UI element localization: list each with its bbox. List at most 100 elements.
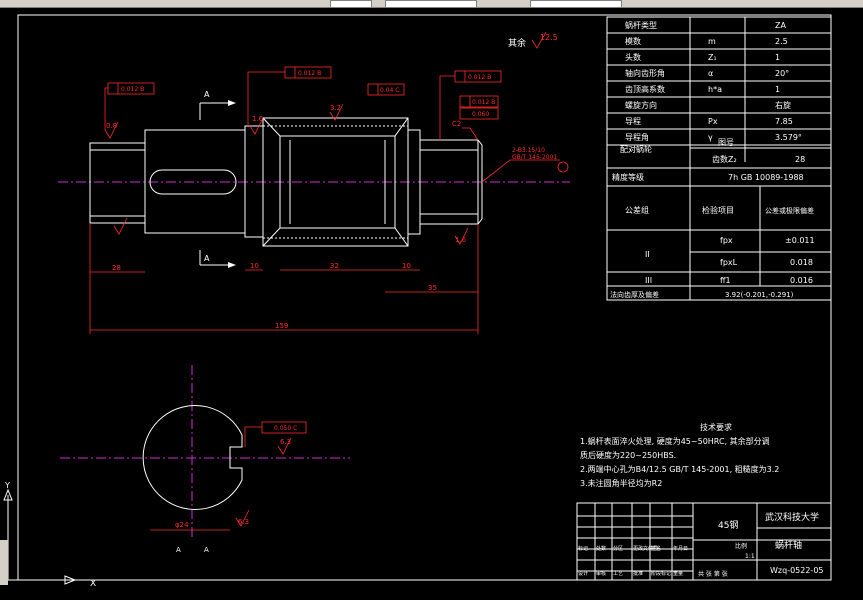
- shaft-main-view: [58, 117, 570, 247]
- cad-drawing-canvas[interactable]: 其余 12.5: [0, 8, 863, 600]
- svg-text:28: 28: [112, 264, 121, 272]
- title-block-grid-label: 处数: [596, 545, 606, 552]
- svg-text:比例: 比例: [735, 542, 747, 550]
- svg-text:6.3: 6.3: [238, 518, 249, 526]
- cad-toolbar-strip: [0, 0, 863, 8]
- rest-roughness-label: 其余: [508, 37, 526, 49]
- svg-text:32: 32: [330, 262, 339, 270]
- center-hole-callout: 2-B3.15/10 GB/T 145-2001: [481, 147, 569, 183]
- svg-text:0.012 B: 0.012 B: [468, 74, 491, 81]
- roughness-mark: 1.6: [249, 115, 264, 135]
- svg-text:精度等级: 精度等级: [612, 172, 644, 182]
- title-block-grid-label: 审核: [596, 570, 606, 577]
- svg-text:±0.011: ±0.011: [785, 236, 815, 245]
- title-block-grid-label: 工艺: [613, 571, 623, 577]
- svg-text:2-B3.15/10: 2-B3.15/10: [512, 147, 545, 154]
- param-symbol: α: [708, 69, 713, 78]
- tech-req-title: 技术要求: [700, 422, 732, 432]
- window-edge-widget: [0, 540, 8, 585]
- param-name: 模数: [625, 36, 641, 46]
- drawing-border: [17, 14, 832, 581]
- toolbar-combo-1[interactable]: [330, 0, 372, 8]
- param-value: 20°: [775, 69, 789, 78]
- title-block: 标记处数分区更改文件号签名年月日设计审核工艺批准阶段标记重量 45钢 武汉科技大…: [576, 502, 832, 581]
- school-name: 武汉科技大学: [765, 511, 819, 523]
- param-name: 头数: [625, 52, 641, 62]
- param-value: 1: [775, 85, 780, 94]
- param-value: 2.5: [775, 37, 788, 46]
- param-symbol: h*a: [708, 85, 722, 94]
- svg-text:C2: C2: [452, 120, 461, 128]
- svg-text:图号: 图号: [718, 138, 734, 147]
- rest-roughness-value: 12.5: [540, 33, 558, 42]
- svg-text:II: II: [645, 250, 650, 259]
- param-value: 1: [775, 53, 780, 62]
- svg-text:III: III: [645, 276, 652, 285]
- svg-text:0.012 B: 0.012 B: [121, 86, 144, 93]
- svg-text:10: 10: [250, 262, 259, 270]
- svg-text:28: 28: [795, 155, 805, 164]
- param-value: 右旋: [775, 100, 791, 110]
- svg-text:0.016: 0.016: [790, 276, 813, 285]
- ucs-icon: Y X: [3, 481, 96, 589]
- svg-text:1.蜗杆表面淬火处理, 硬度为45~50HRC, 其余部分调: 1.蜗杆表面淬火处理, 硬度为45~50HRC, 其余部分调: [580, 436, 770, 446]
- tolerance-frame: 0.012 B: [459, 95, 499, 108]
- svg-text:A: A: [204, 90, 210, 99]
- svg-text:3.92(-0.201,-0.291): 3.92(-0.201,-0.291): [725, 291, 794, 299]
- svg-text:2.两端中心孔为B4/12.5 GB/T 145-2001,: 2.两端中心孔为B4/12.5 GB/T 145-2001, 粗糙度为3.2: [580, 464, 779, 474]
- svg-text:3.2: 3.2: [330, 104, 341, 112]
- param-name: 齿顶高系数: [625, 84, 665, 94]
- param-symbol: Z₁: [708, 53, 717, 62]
- svg-text:35: 35: [428, 284, 437, 292]
- svg-text:检验项目: 检验项目: [702, 205, 734, 215]
- tolerance-frame: 0.060: [459, 107, 499, 120]
- roughness-mark: 3.2: [329, 103, 344, 121]
- param-name: 导程: [625, 117, 641, 126]
- svg-text:7h GB 10089-1988: 7h GB 10089-1988: [728, 173, 804, 182]
- roughness-symbol-icon: [531, 31, 547, 49]
- title-block-grid-label: 设计: [578, 570, 588, 577]
- param-name: 导程角: [625, 132, 649, 142]
- param-value: 3.579°: [775, 133, 802, 142]
- svg-text:0.018: 0.018: [790, 258, 813, 267]
- svg-text:法向齿厚及偏差: 法向齿厚及偏差: [610, 290, 659, 299]
- tolerance-frame: 0.04 C: [367, 83, 405, 96]
- technical-requirements: 技术要求 1.蜗杆表面淬火处理, 硬度为45~50HRC, 其余部分调 质后硬度…: [580, 422, 779, 488]
- svg-text:共 张 第 张: 共 张 第 张: [698, 570, 728, 578]
- svg-text:A: A: [204, 546, 209, 554]
- material-label: 45钢: [718, 519, 738, 531]
- svg-text:Y: Y: [4, 481, 10, 490]
- svg-text:0.050 C: 0.050 C: [274, 425, 297, 432]
- roughness-mark: [113, 217, 128, 235]
- section-view-a-a: φ24 0.050 C 6.3 6.3 A A: [60, 365, 350, 554]
- svg-text:质后硬度为220~250HBS.: 质后硬度为220~250HBS.: [580, 450, 676, 460]
- param-symbol: γ: [708, 133, 713, 142]
- tolerance-frame: 0.012 B: [247, 66, 332, 126]
- toolbar-combo-2[interactable]: [385, 0, 477, 8]
- svg-text:0.012 B: 0.012 B: [472, 99, 495, 106]
- svg-text:0.8: 0.8: [106, 122, 117, 130]
- param-name: 螺旋方向: [625, 100, 657, 110]
- svg-text:φ24: φ24: [175, 521, 189, 529]
- title-block-grid-label: 年月日: [673, 545, 688, 552]
- svg-text:0.012 B: 0.012 B: [298, 70, 321, 77]
- param-value: 7.85: [775, 117, 793, 126]
- svg-text:X: X: [90, 579, 96, 589]
- param-name: 轴向齿形角: [625, 68, 665, 78]
- drawing-number: Wzq-0522-05: [770, 566, 824, 575]
- svg-text:6.3: 6.3: [280, 438, 291, 446]
- mating-label: 配对蜗轮: [620, 144, 652, 154]
- svg-text:公差或极限偏差: 公差或极限偏差: [765, 206, 814, 215]
- param-symbol: m: [708, 37, 716, 46]
- roughness-mark: 0.8: [104, 121, 119, 139]
- title-block-grid-label: 重量: [673, 570, 683, 577]
- section-a-marker: A A: [199, 90, 236, 268]
- roughness-mark: 1.6: [454, 227, 469, 245]
- svg-text:fpx: fpx: [720, 236, 733, 245]
- svg-text:1.6: 1.6: [455, 236, 467, 244]
- svg-text:10: 10: [402, 262, 411, 270]
- toolbar-combo-3[interactable]: [530, 0, 622, 8]
- svg-text:A: A: [176, 546, 181, 554]
- param-name: 蜗杆类型: [625, 20, 657, 30]
- part-name: 蜗杆轴: [775, 539, 802, 551]
